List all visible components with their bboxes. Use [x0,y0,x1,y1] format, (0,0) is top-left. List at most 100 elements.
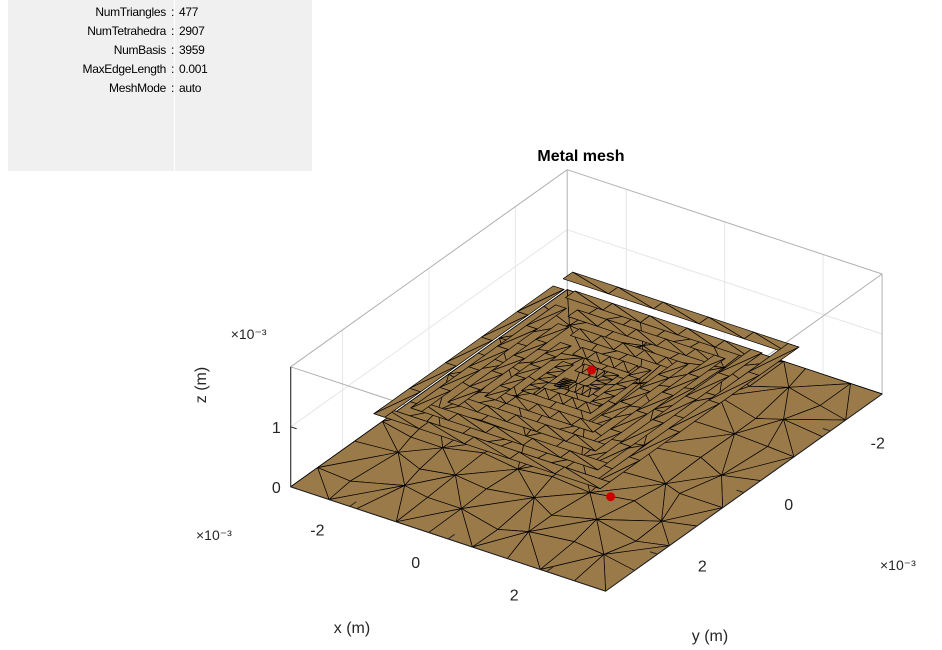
mesh-triangle [575,434,606,452]
info-label: MaxEdgeLength [82,62,167,76]
info-label: NumTriangles [95,5,166,19]
mesh-triangle [586,351,601,364]
y-axis-label: y (m) [692,628,728,645]
mesh-triangle [627,366,652,376]
mesh-triangle [560,380,574,385]
info-value: 3959 [179,43,205,57]
mesh-triangle [515,396,538,412]
mesh-triangle [491,358,526,375]
mesh-triangle [409,365,457,393]
mesh-triangle [748,343,800,373]
mesh-triangle [529,382,550,389]
mesh-triangle [636,391,674,411]
mesh-triangle [554,364,574,372]
mesh-triangle [615,374,640,385]
mesh-triangle [439,369,480,392]
mesh-triangle [619,419,664,444]
info-value: 2907 [179,24,205,38]
info-separator: : [171,62,175,76]
mesh-triangle [565,290,604,311]
mesh-triangle [601,371,620,377]
x-tick [447,533,455,540]
mesh-triangle [513,342,548,359]
mesh-triangle [687,354,726,374]
mesh-triangle [445,340,493,367]
mesh-triangle [555,383,570,388]
info-label: NumTetrahedra [87,24,166,38]
info-separator: : [171,43,175,57]
mesh-triangle [602,302,641,323]
mesh-triangle [613,360,629,373]
z-axis-label: z (m) [193,367,210,403]
mesh-triangle [638,374,670,389]
mesh-triangle [656,338,687,356]
mesh-triangle [639,315,679,336]
mesh-triangle [845,383,883,421]
info-row-numtetrahedra: NumTetrahedra : 2907 [8,24,312,43]
info-separator: : [171,81,175,95]
y-tick-label: 0 [784,497,793,514]
box-edge [567,169,883,275]
z-tick-label: 0 [272,480,281,497]
mesh-triangle [668,399,720,429]
y-tick-label: 2 [698,559,707,576]
x-tick-label: -2 [310,522,324,539]
mesh-triangle [588,387,599,398]
mesh-triangle [545,424,576,442]
info-value: 0.001 [179,62,208,76]
mesh-triangle [515,414,547,432]
x-tick-label: 0 [411,555,420,572]
mesh-triangle [484,388,512,401]
chart-title: Metal mesh [537,148,624,165]
mesh-triangle [383,406,429,430]
mesh-triangle [497,328,538,350]
mesh-triangle [494,425,533,446]
mesh-triangle [685,372,730,397]
mesh-triangle [521,387,542,395]
mesh-triangle [428,421,475,445]
y-tick [736,489,744,494]
x-axis-label: x (m) [334,620,370,637]
info-row-maxedgelength: MaxEdgeLength : 0.001 [8,62,312,81]
mesh-triangle [569,328,593,343]
grid-line [567,229,883,335]
z-tick [290,426,297,430]
mesh-triangle [564,466,611,490]
mesh-triangle [708,371,760,401]
info-row-numbasis: NumBasis : 3959 [8,43,312,62]
mesh-triangle [610,410,648,430]
info-value: 477 [179,5,199,19]
info-row-meshmode: MeshMode : auto [8,81,312,100]
mesh-triangle [589,380,607,386]
mesh-triangle [661,373,700,393]
mesh-triangle [373,391,421,418]
mesh-triangle [717,348,763,374]
mesh-triangle [599,356,615,369]
mesh-triangle [468,349,509,371]
info-value: auto [179,81,202,95]
info-label: MeshMode [109,81,166,95]
mesh-triangle [553,385,568,390]
info-panel-divider [174,0,175,171]
mesh-triangle [595,375,614,381]
mesh-triangle [619,387,651,402]
info-label: NumBasis [113,43,167,57]
mesh-triangle [558,410,582,426]
y-tick [649,551,658,555]
x-tick-label: 2 [510,588,519,605]
mesh-triangle [608,286,654,310]
mesh-triangle [469,373,504,391]
mesh-triangle [652,395,697,420]
x-tick [546,566,554,572]
feed-point [606,492,616,502]
mesh-triangle [613,342,636,358]
mesh-triangle [603,383,628,393]
mesh-triangle [653,301,700,325]
mesh-triangle [591,392,616,402]
mesh-triangle [600,401,632,416]
mesh-triangle [567,309,598,327]
mesh-triangle [532,437,571,458]
mesh-triangle [585,401,601,414]
mesh-triangle [558,382,572,387]
